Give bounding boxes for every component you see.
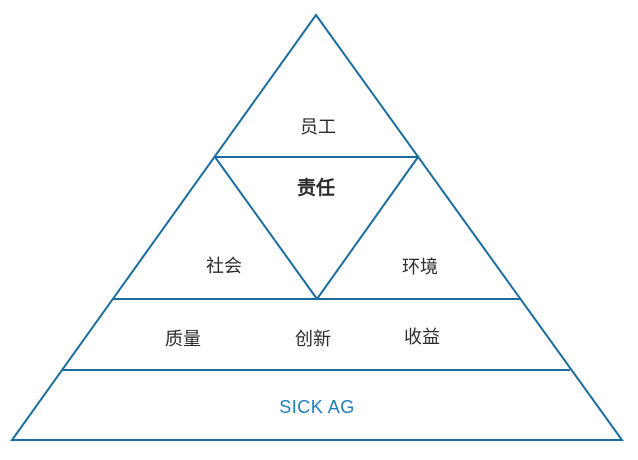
label-profit: 收益 (404, 327, 440, 348)
label-quality: 质量 (165, 329, 201, 350)
label-responsibility: 责任 (297, 176, 335, 199)
outer-triangle (10, 13, 624, 441)
label-employees: 员工 (300, 117, 336, 138)
label-environment: 环境 (402, 257, 438, 278)
inner-left-edge (214, 156, 318, 300)
label-company: SICK AG (279, 397, 355, 417)
inner-right-edge (316, 156, 419, 300)
label-society: 社会 (206, 256, 242, 277)
label-innovation: 创新 (295, 329, 331, 350)
